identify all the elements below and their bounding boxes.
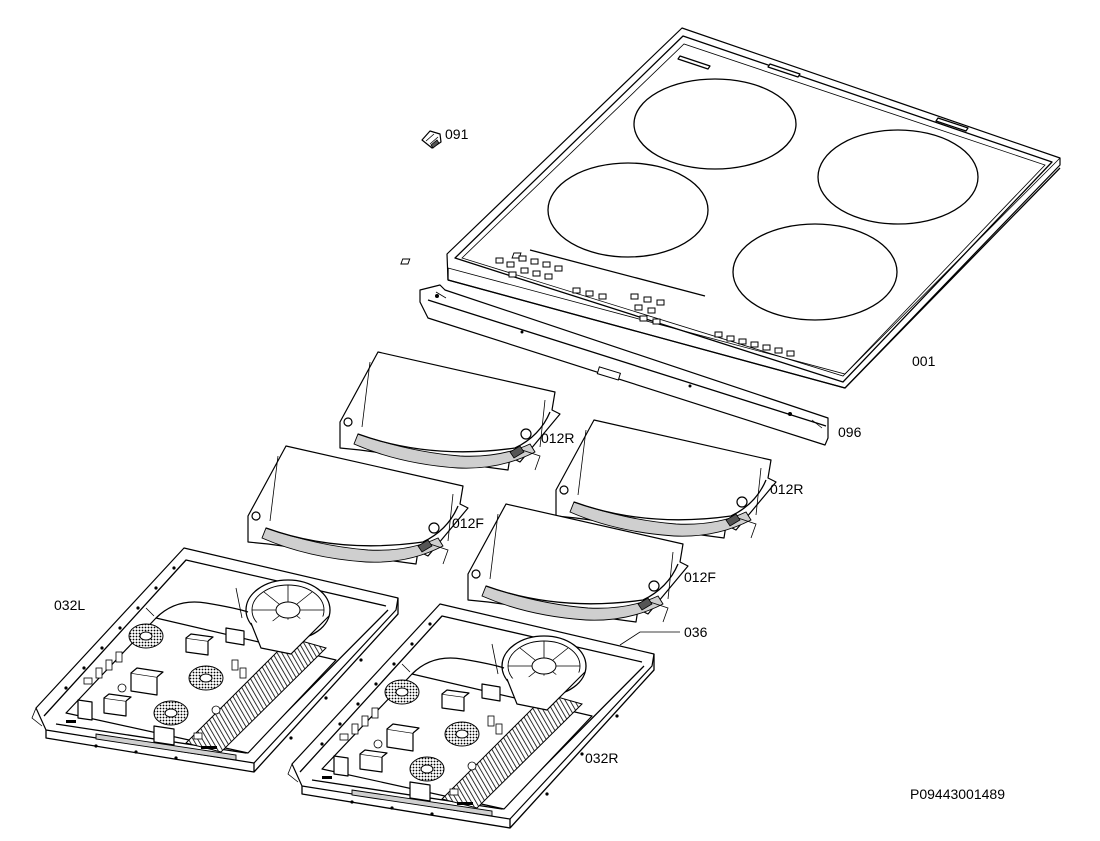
front-trim (419, 284, 829, 446)
label-001: 001 (912, 353, 936, 369)
coil-back-left (339, 351, 561, 471)
label-091: 091 (445, 126, 469, 142)
drawing-number: P09443001489 (910, 786, 1005, 802)
label-012f-front-right: 012F (684, 569, 716, 585)
clip-part (421, 130, 442, 149)
fan-leader-line (619, 631, 680, 646)
coil-back-right (555, 419, 777, 539)
label-036: 036 (684, 624, 708, 640)
cooktop-glass (400, 27, 1061, 389)
label-012f-front-left: 012F (452, 515, 484, 531)
label-012r-back-right: 012R (770, 481, 803, 497)
label-032l: 032L (54, 597, 85, 613)
label-032r: 032R (585, 750, 618, 766)
label-096: 096 (838, 424, 862, 440)
label-012r-back-left: 012R (541, 430, 574, 446)
